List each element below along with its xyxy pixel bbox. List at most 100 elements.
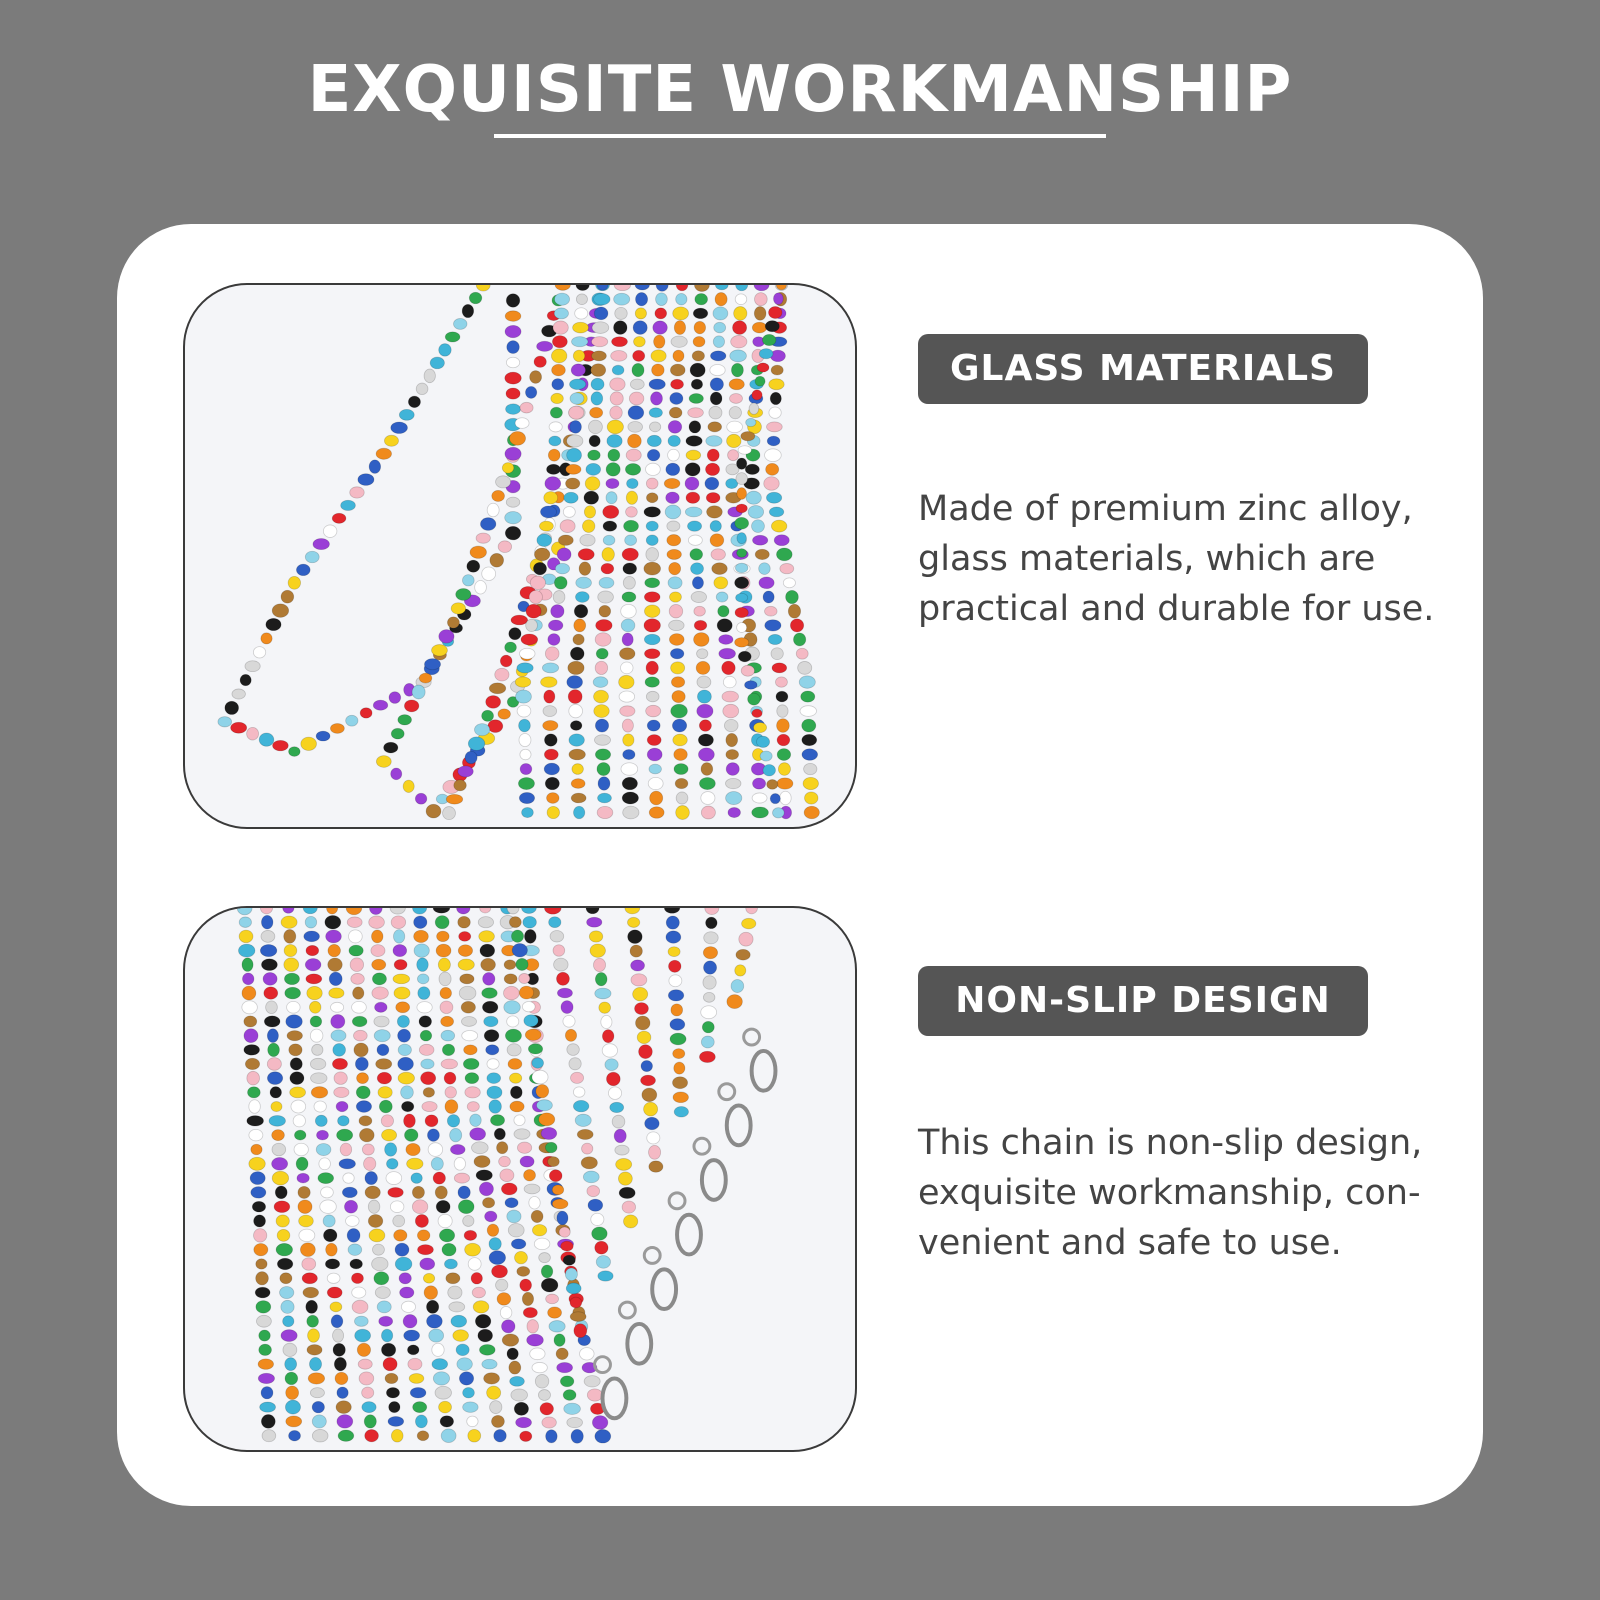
bead	[498, 1155, 511, 1168]
bead	[620, 661, 634, 675]
bead	[266, 1028, 279, 1043]
bead	[530, 1209, 544, 1223]
bead	[775, 690, 789, 703]
bead	[776, 547, 793, 562]
bead	[481, 1358, 498, 1370]
bead	[438, 1228, 456, 1243]
bead	[692, 336, 706, 348]
bead	[441, 1243, 457, 1257]
bead	[586, 1185, 601, 1198]
bead	[324, 915, 342, 930]
bead	[687, 520, 703, 532]
bead	[667, 420, 683, 434]
bead	[453, 779, 467, 792]
bead	[712, 306, 729, 321]
bead	[764, 320, 780, 333]
bead	[713, 576, 729, 590]
bead	[625, 490, 638, 505]
bead	[418, 1043, 435, 1056]
bead	[450, 1144, 466, 1155]
bead	[696, 648, 709, 660]
bead	[614, 1144, 630, 1156]
bead	[566, 675, 583, 689]
bead	[489, 1400, 503, 1414]
bead	[556, 987, 573, 999]
bead	[628, 391, 645, 406]
bead	[590, 363, 607, 377]
bead	[337, 1115, 350, 1127]
bead	[370, 944, 386, 957]
bead	[455, 1343, 470, 1356]
bead	[461, 1016, 477, 1027]
bead	[453, 318, 468, 330]
bead	[635, 292, 649, 307]
bead	[627, 405, 645, 420]
bead	[779, 563, 795, 575]
bead	[605, 462, 621, 477]
bead	[344, 1199, 358, 1214]
bead	[375, 1058, 393, 1070]
bead	[461, 1030, 479, 1042]
bead	[255, 1271, 269, 1286]
bead	[311, 1414, 327, 1429]
bead	[315, 1143, 332, 1156]
bead	[408, 1373, 425, 1384]
bead	[776, 733, 791, 747]
bead	[670, 703, 688, 719]
bead	[546, 463, 561, 475]
bead	[519, 748, 532, 761]
bead	[646, 434, 662, 448]
bead	[385, 1171, 403, 1185]
bead	[600, 562, 615, 575]
bead	[670, 335, 688, 348]
bead	[486, 1385, 502, 1400]
bead	[699, 777, 716, 790]
bead	[572, 1086, 586, 1098]
bead	[710, 350, 727, 362]
bead	[597, 1270, 614, 1282]
bead	[772, 807, 785, 819]
bead	[425, 803, 442, 819]
bead	[734, 637, 750, 648]
bead	[411, 684, 426, 700]
bead	[611, 1114, 626, 1129]
bead	[759, 750, 773, 762]
bead	[596, 285, 609, 291]
bead	[550, 604, 565, 619]
bead	[597, 776, 611, 791]
bead	[309, 1000, 322, 1014]
bead	[776, 718, 790, 733]
bead	[563, 491, 579, 504]
bead	[721, 690, 739, 703]
bead	[738, 931, 754, 947]
bead	[501, 462, 515, 474]
bead	[519, 647, 536, 660]
bead	[353, 1029, 368, 1042]
bead	[284, 972, 300, 986]
bead	[651, 363, 665, 377]
bead	[415, 382, 429, 395]
bead	[560, 1240, 574, 1252]
bead	[505, 403, 521, 415]
bead	[735, 592, 749, 603]
bead	[559, 519, 576, 533]
bead	[474, 723, 491, 737]
bead	[548, 435, 562, 447]
bead	[643, 1101, 659, 1117]
bead	[300, 736, 317, 751]
bead	[531, 1362, 548, 1374]
bead	[546, 792, 560, 804]
bead	[609, 1101, 625, 1113]
bead	[444, 1086, 457, 1099]
bead	[529, 1347, 546, 1361]
bead	[249, 1171, 266, 1185]
bead	[547, 1306, 562, 1319]
bead	[624, 908, 641, 915]
bead	[514, 1250, 528, 1265]
bead	[672, 306, 689, 321]
bead	[754, 292, 768, 307]
bead	[280, 589, 295, 604]
bead	[351, 1015, 368, 1028]
bead	[550, 392, 564, 405]
bead	[335, 1100, 349, 1113]
